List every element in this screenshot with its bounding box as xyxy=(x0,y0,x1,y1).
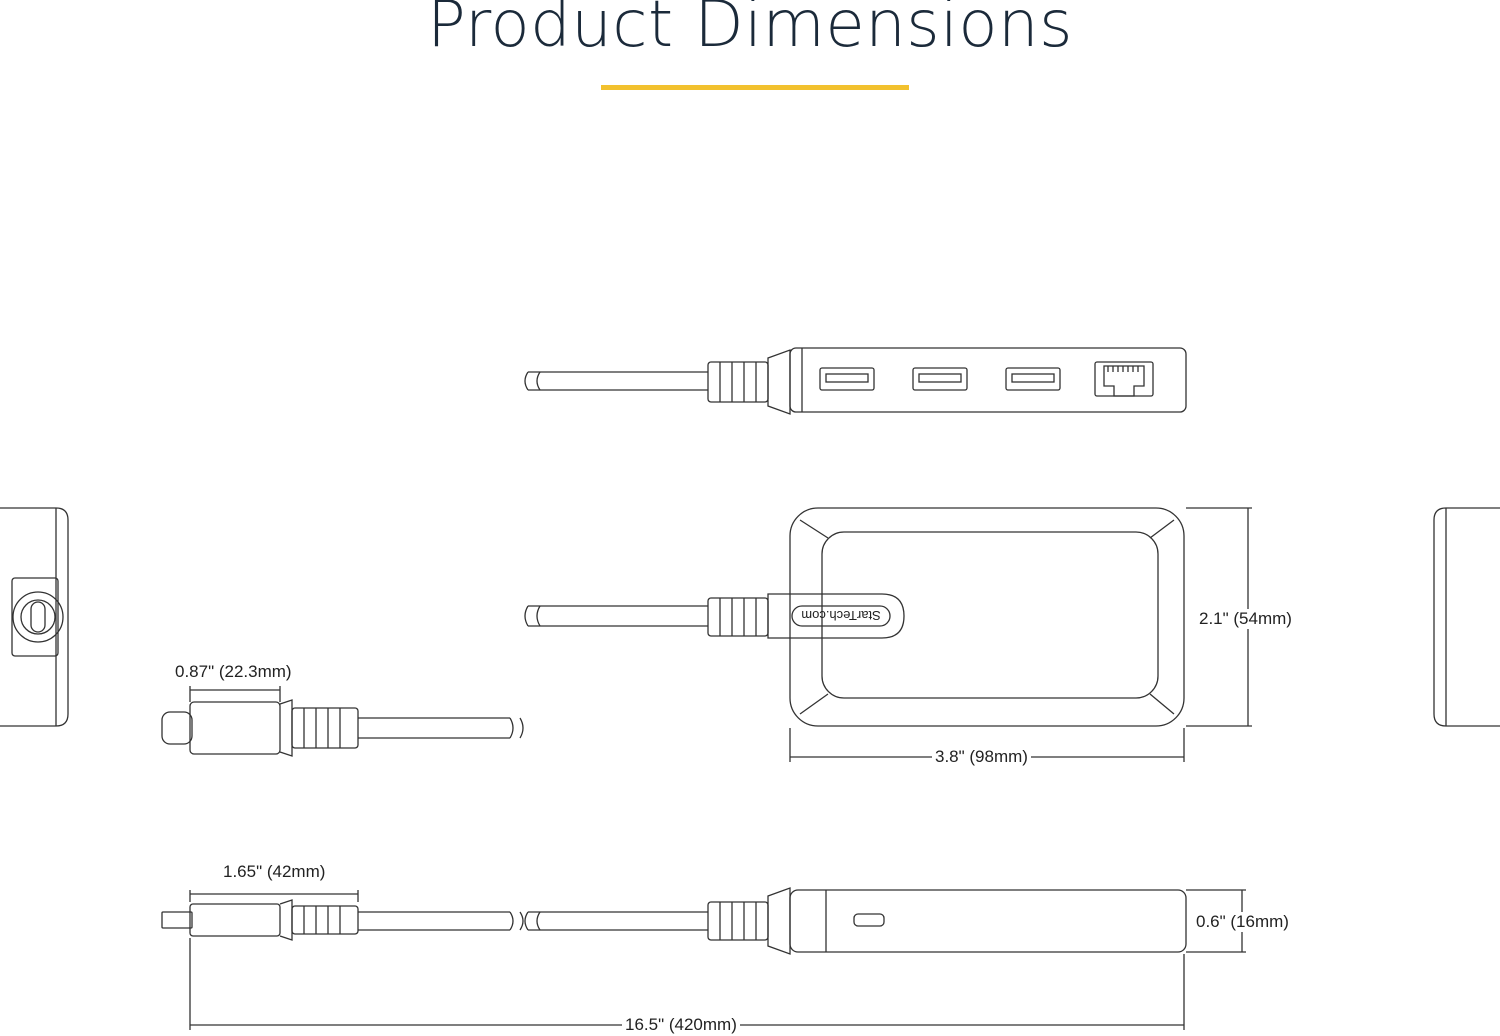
title-accent-bar xyxy=(601,85,909,90)
total-length-label: 16.5" (420mm) xyxy=(622,1015,740,1035)
usb-a-port-1 xyxy=(819,367,875,391)
hub-front-view xyxy=(524,347,1187,415)
connector-width-label: 0.87" (22.3mm) xyxy=(172,662,295,682)
hub-right-side-view xyxy=(1433,507,1500,727)
page-title: Product Dimensions xyxy=(427,0,1073,62)
hub-left-side-view xyxy=(0,507,69,727)
hub-thickness-label: 0.6" (16mm) xyxy=(1193,912,1292,932)
connector-length-label: 1.65" (42mm) xyxy=(220,862,329,882)
hub-height-label: 2.1" (54mm) xyxy=(1196,609,1295,629)
usb-a-port-3 xyxy=(1005,367,1061,391)
usb-c-connector xyxy=(161,686,524,757)
hub-length-label: 3.8" (98mm) xyxy=(932,747,1031,767)
micro-usb-port xyxy=(853,913,885,927)
brand-logo-text: StarTech.com xyxy=(801,608,880,623)
usb-a-port-2 xyxy=(912,367,968,391)
hub-top-view: StarTech.com xyxy=(524,507,1252,762)
hub-long-side-view xyxy=(161,887,1246,1030)
ethernet-port xyxy=(1094,361,1154,397)
